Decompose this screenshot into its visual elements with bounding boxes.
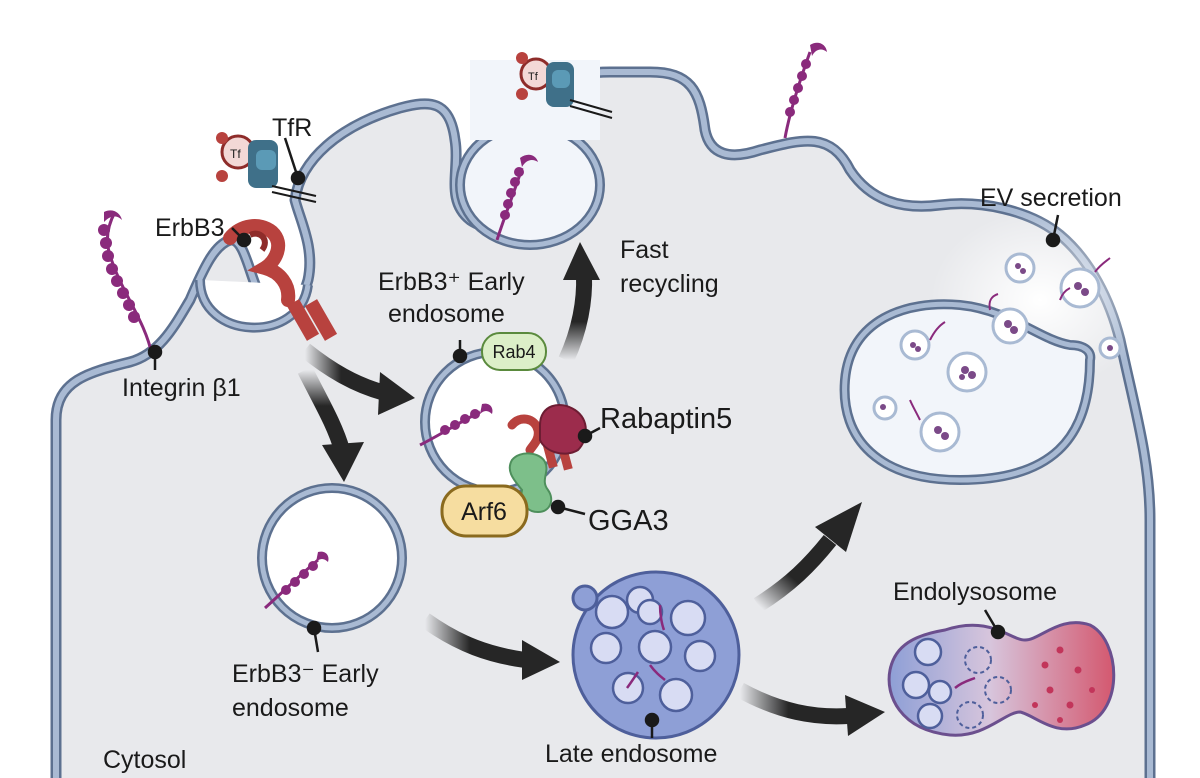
erbb3-negative-early-endosome [257, 483, 407, 633]
arf6-label: Arf6 [461, 498, 507, 526]
rabaptin5-protein [539, 404, 587, 455]
tf-label-bud: Tf [528, 71, 539, 83]
erbb3-neg-label-line1: ErbB3⁻ Early [232, 660, 379, 688]
tfr-label: TfR [272, 114, 312, 142]
endolysosome [887, 621, 1116, 737]
fast-recycling-label-line2: recycling [620, 270, 719, 298]
gga3-protein [508, 452, 553, 514]
erbb3-pos-label-line2: endosome [388, 300, 505, 328]
cytosol-label: Cytosol [103, 746, 186, 774]
intraluminal-vesicles [872, 252, 1122, 453]
rab4-badge: Rab4 [481, 332, 547, 371]
arrow-to-erbb3-neg [297, 366, 350, 453]
integrin-secreted [783, 42, 827, 139]
late-endosome-label: Late endosome [545, 740, 717, 768]
arrow-to-erbb3-pos [300, 343, 388, 401]
gga3-label: GGA3 [588, 505, 669, 537]
rab4-label: Rab4 [492, 342, 535, 362]
arrow-to-endolysosome [736, 682, 849, 725]
integrin-erbb3-neg-endosome [263, 551, 329, 610]
endolysosome-label: Endolysosome [893, 578, 1057, 606]
erbb3-receptor-surface [223, 219, 338, 341]
tf-label: Tf [230, 147, 241, 161]
arrow-fast-recycling [558, 274, 593, 364]
erbb3-rabaptin-complex [507, 404, 587, 514]
arrows [297, 242, 885, 736]
integrin-label: Integrin β1 [122, 374, 241, 402]
erbb3-pos-label-line1: ErbB3⁺ Early [378, 268, 525, 296]
integrin-beta1-surface [98, 210, 154, 356]
erbb3-label: ErbB3 [155, 214, 224, 242]
erbb3-neg-label-line2: endosome [232, 694, 349, 722]
label-pointers [147, 137, 1061, 738]
arrow-to-ev-secretion [753, 535, 837, 612]
integrin-in-bud [495, 154, 538, 241]
ev-secretion-label: EV secretion [980, 184, 1122, 212]
arf6-badge: Arf6 [440, 484, 529, 538]
integrin-erbb3-pos-endosome [419, 403, 493, 447]
rabaptin5-label: Rabaptin5 [600, 403, 732, 435]
tfr-complex-surface: Tf [216, 132, 317, 203]
fast-recycling-label-line1: Fast [620, 236, 669, 264]
arrow-to-late-endosome [420, 613, 527, 668]
late-endosome [571, 570, 741, 740]
tfr-complex-bud: Tf [516, 52, 613, 119]
